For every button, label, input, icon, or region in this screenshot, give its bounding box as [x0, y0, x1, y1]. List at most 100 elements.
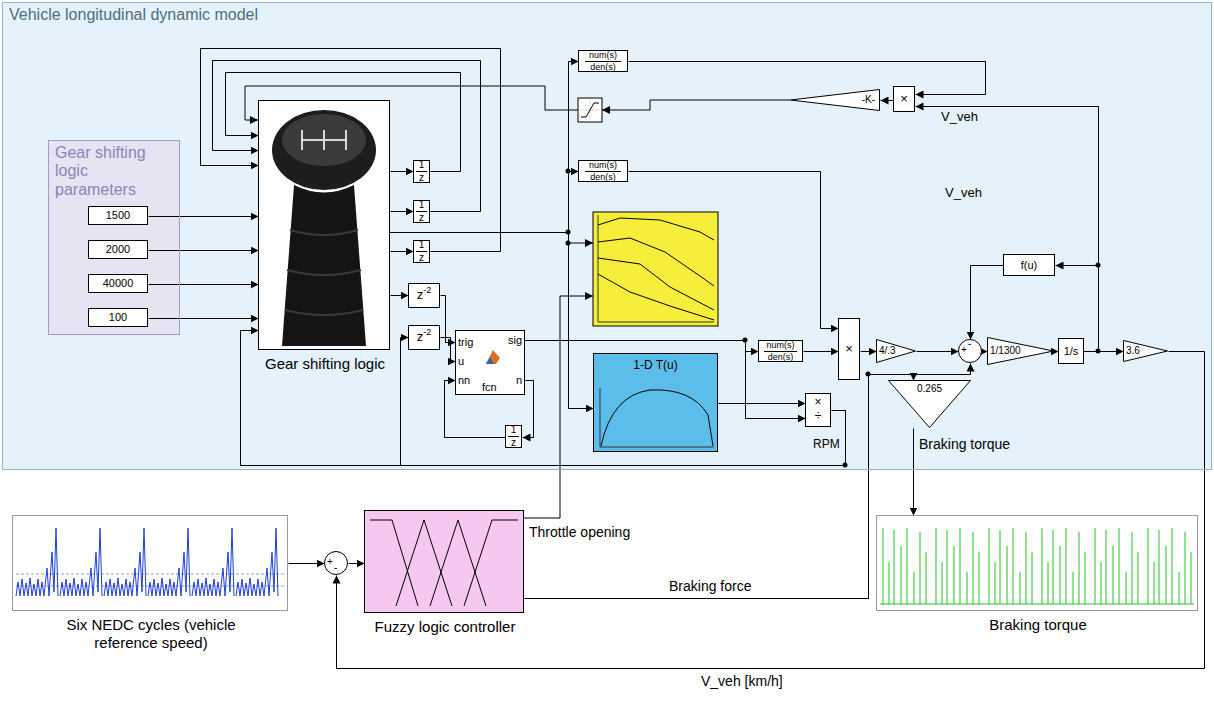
denominator: z: [511, 438, 516, 448]
scope-block: Braking torque: [876, 515, 1198, 611]
panel-title: Gear shifting logic parameters: [55, 144, 165, 199]
numerator: 1: [419, 160, 425, 170]
speed-trace: [60, 528, 102, 596]
signal-wire: [441, 338, 456, 362]
function-block: f(u): [1003, 254, 1055, 276]
torque-trace: [936, 528, 979, 604]
delay-block: z-2: [408, 325, 440, 350]
numerator: 1: [419, 240, 425, 250]
gain-outline: [889, 381, 971, 428]
signal-wire: [149, 318, 259, 319]
signal-label: RPM: [812, 438, 841, 452]
constant-block: 1500: [88, 206, 148, 225]
gear-knob-top: [282, 114, 366, 166]
sum-block: +-: [324, 551, 348, 575]
signal-wire: [629, 172, 839, 329]
block-label: z: [417, 330, 424, 345]
block-fill: [258, 100, 390, 350]
exponent: -2: [423, 285, 431, 295]
torque-trace: [880, 604, 1194, 605]
signal-wire: [149, 250, 259, 251]
sum-outline: [959, 340, 982, 363]
block-fill: [455, 330, 525, 395]
integrator-block: 1/s: [1058, 338, 1084, 364]
signal-wire: [983, 351, 988, 352]
signal-wire: [568, 243, 593, 244]
denominator: z: [419, 253, 424, 263]
gain-value: -K-: [862, 94, 875, 106]
matlab-icon: [486, 350, 500, 364]
matlab-icon: [486, 357, 494, 364]
block-label: 2000: [106, 243, 130, 256]
numerator: num(s): [766, 341, 794, 350]
sum-sign: +: [961, 345, 967, 355]
signal-wire: [629, 62, 986, 95]
block-label: 1500: [106, 209, 130, 222]
signal-wire: [524, 296, 593, 518]
lookup-table: 1-D T(u): [593, 353, 718, 452]
gain-outline: [877, 340, 916, 363]
signal-wire: [391, 295, 409, 296]
speed-trace: [148, 528, 190, 596]
gain-block: 0.265: [888, 380, 971, 428]
delay-block: z-2: [408, 283, 440, 308]
panel-fill: [48, 140, 180, 335]
signal-wire: [226, 73, 461, 172]
signal-wire: [349, 563, 365, 564]
signal-wire: [804, 351, 839, 352]
numerator: 1: [419, 200, 425, 210]
block-label: 100: [109, 311, 127, 324]
scope-fill: [876, 515, 1198, 611]
fraction-bar: [585, 61, 621, 62]
signal-wire: [149, 284, 259, 285]
signal-label: Braking force: [668, 578, 752, 594]
scope-fill: [12, 515, 288, 611]
torque-trace: [1042, 528, 1085, 604]
signal-wire: [391, 62, 579, 233]
gain-block: 1/1300: [987, 337, 1054, 365]
gear-shift-block: Gear shifting logic: [258, 100, 390, 350]
signal-wire: [201, 49, 501, 252]
signal-wire: [149, 216, 259, 217]
signal-wire: [391, 233, 594, 409]
signal-label: V_veh [km/h]: [700, 673, 784, 689]
constant-block: 40000: [88, 274, 148, 293]
constant-block: 100: [88, 308, 148, 327]
fraction-bar: [416, 251, 427, 252]
saturation-block: [578, 98, 602, 122]
gain-value: 3.6: [1126, 345, 1140, 357]
denominator: den(s): [768, 353, 794, 362]
membership-function: [464, 520, 518, 606]
gain-block: -K-: [790, 89, 880, 111]
signal-label: Throttle opening: [528, 524, 631, 540]
map-curve: [598, 274, 714, 320]
signal-wire: [445, 381, 506, 438]
map-curve: [598, 238, 714, 286]
port-label: sig: [508, 334, 522, 347]
signal-wire: [391, 251, 414, 252]
signal-wire: [913, 429, 914, 516]
block-caption: Gear shifting logic: [260, 355, 390, 373]
transfer-function: num(s)den(s): [578, 160, 628, 182]
model-panel: Vehicle longitudinal dynamic modelGear s…: [2, 2, 1212, 470]
signal-wire: [526, 341, 759, 352]
unit-delay: 1z: [505, 425, 522, 448]
numerator: num(s): [589, 161, 617, 170]
sum-sign: -: [968, 339, 971, 349]
gain-outline: [988, 338, 1054, 365]
membership-function: [370, 520, 418, 606]
numerator: 1: [511, 425, 517, 435]
sum-block: +-: [958, 339, 982, 363]
signal-wire: [289, 563, 325, 564]
exponent: -2: [423, 327, 431, 337]
block-caption: Fuzzy logic controller: [345, 618, 545, 636]
speed-trace: [192, 528, 234, 596]
signal-label: V_veh: [940, 110, 979, 125]
signal-wire: [441, 296, 456, 343]
gear-knob-boot: [282, 185, 366, 346]
scope-block: Six NEDC cycles (vehicle reference speed…: [12, 515, 288, 611]
signal-wire: [391, 211, 414, 212]
saturation-curve: [581, 103, 599, 117]
signal-wire: [861, 351, 877, 352]
